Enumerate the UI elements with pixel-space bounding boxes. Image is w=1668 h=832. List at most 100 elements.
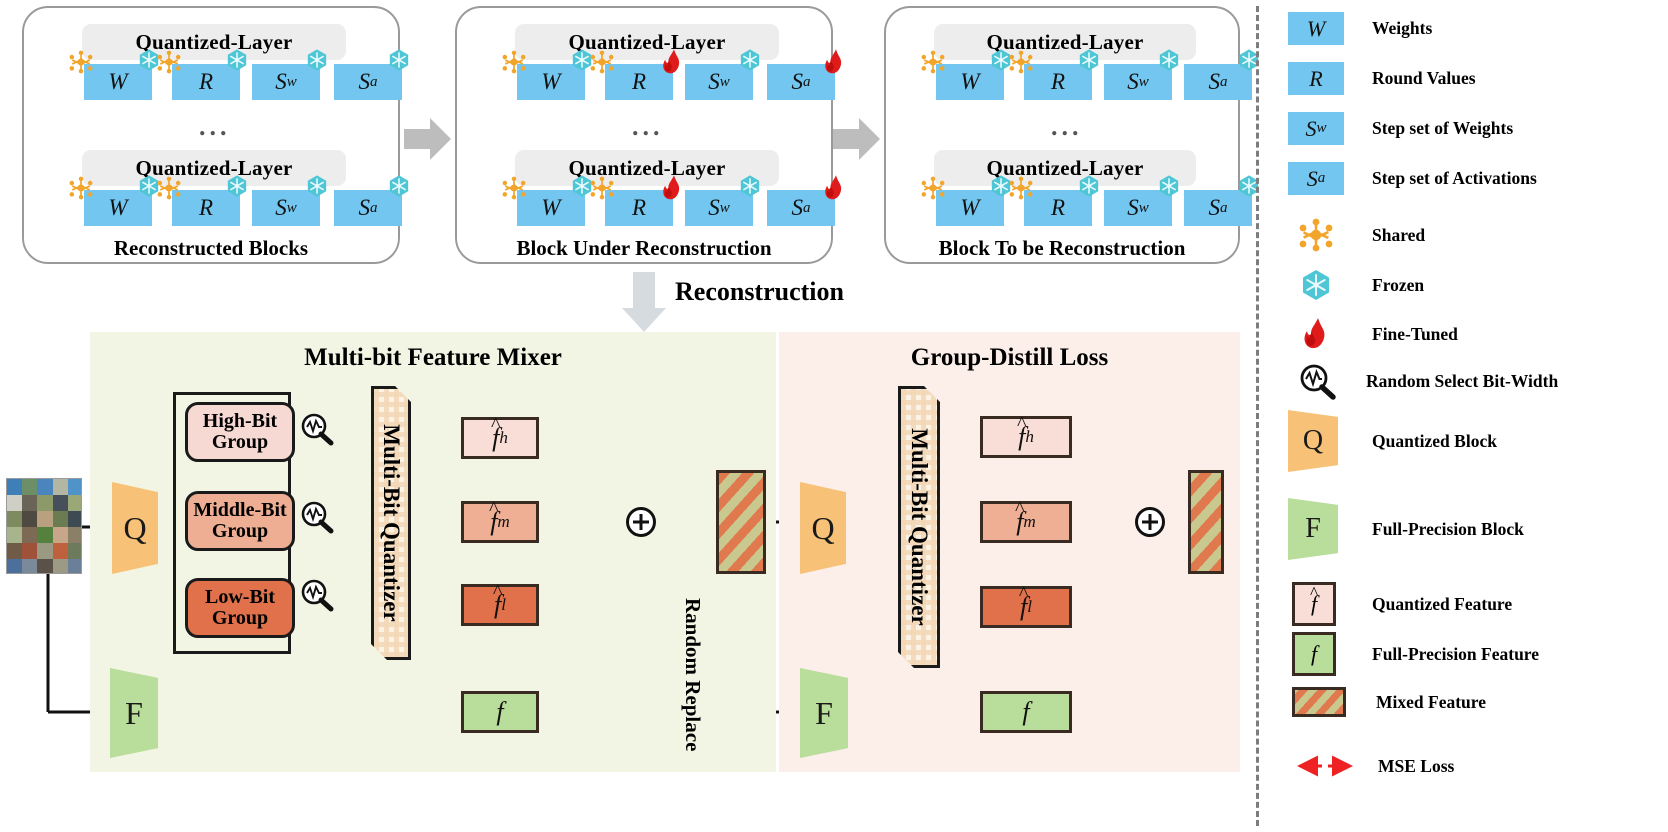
block-flow-arrow-1: [404, 118, 451, 160]
shared-icon: [590, 50, 614, 74]
magnifier-icon: [1300, 364, 1336, 400]
fine-tuned-marker: [820, 174, 843, 200]
chip-symbol: S: [1305, 115, 1317, 141]
feature-sub: h: [1025, 427, 1034, 446]
legend-item-mse-loss: MSE Loss: [1288, 755, 1454, 777]
low-bit-group[interactable]: Low-Bit Group: [185, 578, 295, 638]
param-box-w: W: [936, 190, 1004, 226]
param-subscript: w: [1138, 199, 1149, 216]
fire-icon: [825, 175, 842, 200]
fire-icon: [663, 175, 680, 200]
random-replace-label: Random Replace: [681, 598, 705, 752]
shared-icon: [1299, 218, 1333, 252]
magnifier-icon: [301, 413, 334, 446]
full-precision-block-f1: F: [110, 668, 158, 758]
middle-bit-group[interactable]: Middle-Bit Group: [185, 491, 295, 551]
param-symbol: R: [198, 69, 214, 94]
param-box-r: R: [1024, 190, 1092, 226]
multi-bit-quantizer-mixer: Multi-Bit Quantizer: [371, 386, 411, 660]
frozen-marker: [137, 48, 160, 71]
legend-label: Mixed Feature: [1376, 691, 1486, 712]
frozen-icon: [991, 49, 1011, 71]
legend-item-random-select: Random Select Bit-Width: [1288, 362, 1558, 400]
chip-symbol: R: [1309, 65, 1323, 91]
shared-marker: [502, 176, 526, 200]
frozen-marker: [1077, 48, 1100, 71]
block-caption: Reconstructed Blocks: [113, 236, 309, 260]
legend-label: MSE Loss: [1378, 755, 1455, 776]
param-symbol: S: [358, 69, 371, 94]
param-symbol: S: [275, 69, 287, 94]
frozen-icon: [307, 49, 327, 71]
block-caption: Block To be Reconstruction: [938, 236, 1186, 260]
legend-item-quantized-block: Q Quantized Block: [1288, 410, 1497, 472]
legend-item-fine-tuned: Fine-Tuned: [1288, 316, 1458, 352]
feature-base: f: [492, 423, 500, 452]
frozen-marker: [1157, 48, 1180, 71]
param-symbol: S: [1208, 195, 1221, 220]
full-precision-feature-1: f: [461, 691, 539, 733]
feature-sub: l: [1027, 597, 1032, 616]
group-line-2: Group: [211, 431, 269, 453]
legend-label: Full-Precision Feature: [1372, 643, 1540, 664]
fire-icon: [1304, 318, 1325, 349]
frozen-icon: [1159, 49, 1179, 71]
quantized-layer-label-2: Quantized-Layer: [934, 150, 1196, 186]
shared-icon: [1009, 50, 1033, 74]
feature-symbol: f: [1310, 641, 1318, 666]
feature-sub: m: [497, 512, 510, 531]
legend-label: Random Select Bit-Width: [1366, 370, 1559, 391]
param-subscript: w: [719, 199, 730, 216]
frozen-icon: [1079, 49, 1099, 71]
fine-tuned-marker: [658, 48, 681, 74]
frozen-icon: [389, 175, 409, 197]
feature-sub: h: [499, 428, 508, 447]
group-line-1: Middle-Bit: [193, 499, 287, 521]
param-box-w: W: [936, 64, 1004, 100]
legend-item-shared: Shared: [1288, 218, 1425, 252]
chip-sub: w: [1316, 120, 1327, 136]
feature-base: f: [490, 507, 498, 536]
param-subscript: w: [286, 73, 297, 90]
frozen-icon: [572, 49, 592, 71]
shared-icon: [69, 176, 93, 200]
legend-label: Full-Precision Block: [1372, 518, 1524, 539]
full-precision-block-f2: F: [800, 668, 848, 758]
frozen-marker: [989, 48, 1012, 71]
quantized-block-q1: Q: [112, 482, 158, 574]
quantizer-label: Multi-Bit Quantizer: [379, 424, 404, 622]
block-caption: Block Under Reconstruction: [516, 236, 772, 260]
shared-icon: [1009, 176, 1033, 200]
shared-icon: [502, 176, 526, 200]
frozen-icon: [1079, 175, 1099, 197]
param-symbol: R: [1050, 195, 1066, 220]
param-symbol: W: [960, 195, 980, 220]
trapezoid-f-icon: F: [1288, 498, 1338, 560]
feature-base: f: [1022, 697, 1030, 726]
group-line-2: Group: [211, 520, 269, 542]
frozen-marker: [387, 174, 410, 197]
high-bit-group[interactable]: High-Bit Group: [185, 402, 295, 462]
feature-sub: m: [1023, 512, 1036, 531]
param-subscript: a: [1220, 73, 1228, 90]
frozen-marker: [989, 174, 1012, 197]
param-box-r: R: [172, 64, 240, 100]
frozen-icon: [139, 49, 159, 71]
frozen-icon: [740, 175, 760, 197]
layer-ellipsis: ...: [1051, 112, 1083, 141]
frozen-icon: [991, 175, 1011, 197]
frozen-marker: [1237, 174, 1260, 197]
quantized-layer-label: Quantized-Layer: [934, 24, 1196, 60]
shared-icon: [69, 50, 93, 74]
shared-marker: [1009, 50, 1033, 74]
